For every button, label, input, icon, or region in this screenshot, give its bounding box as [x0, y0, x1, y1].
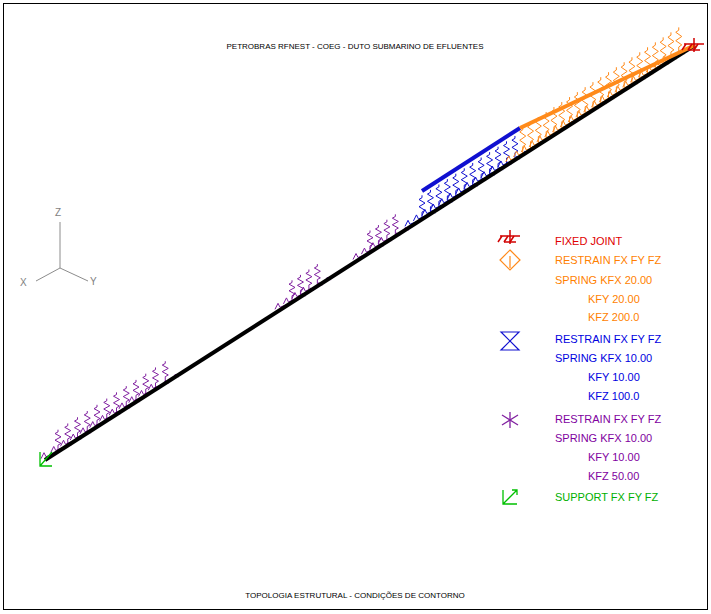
legend-text: KFY 10.00: [588, 451, 640, 463]
plot-caption: TOPOLOGIA ESTRUTURAL - CONDIÇÕES DE CONT…: [245, 591, 464, 600]
legend-text: RESTRAIN FX FY FZ: [555, 333, 661, 345]
legend-text: KFZ 50.00: [588, 470, 639, 482]
legend-text: KFZ 100.0: [588, 390, 639, 402]
pipeline: [45, 45, 695, 460]
legend-text: RESTRAIN FX FY FZ: [555, 413, 661, 425]
axis-triad: [36, 222, 88, 281]
legend-restrain-purple-symbol: [502, 412, 518, 428]
legend-text: RESTRAIN FX FY FZ: [555, 254, 661, 266]
legend-text: SUPPORT FX FY FZ: [555, 491, 658, 503]
legend-text: KFY 20.00: [588, 293, 640, 305]
axis-label: Y: [90, 276, 97, 287]
pipeline-blue: [422, 128, 520, 191]
axis-label: Z: [55, 207, 61, 218]
legend-text: SPRING KFX 10.00: [555, 432, 652, 444]
frame: [4, 4, 708, 610]
support-symbol: [40, 452, 52, 466]
axis-label: X: [20, 277, 27, 288]
legend-fixed-symbol: [498, 230, 520, 244]
legend-text: SPRING KFX 20.00: [555, 274, 652, 286]
legend-text: FIXED JOINT: [555, 235, 622, 247]
legend-text: KFZ 200.0: [588, 311, 639, 323]
legend-support-symbol: [503, 490, 517, 504]
legend-text: KFY 10.00: [588, 371, 640, 383]
fixed-joint-symbol: [682, 38, 704, 52]
legend-text: SPRING KFX 10.00: [555, 352, 652, 364]
legend-restrain-orange-symbol: [500, 250, 520, 270]
plot-title: PETROBRAS RFNEST - COEG - DUTO SUBMARINO…: [226, 42, 483, 51]
legend-restrain-blue-symbol: [501, 332, 519, 350]
pipeline-orange: [520, 45, 695, 128]
